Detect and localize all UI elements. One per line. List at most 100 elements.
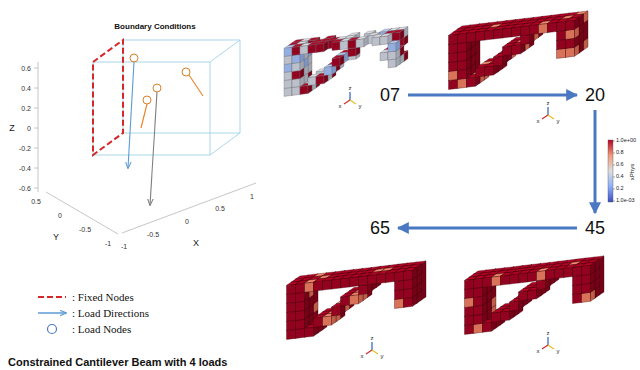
voxel-face <box>512 27 521 37</box>
voxel-face <box>483 277 492 287</box>
voxel-face <box>292 47 300 56</box>
voxel-face <box>564 268 573 278</box>
voxel-face <box>296 283 305 293</box>
voxel-face <box>458 78 467 88</box>
voxel-face <box>539 24 548 34</box>
voxel-face <box>386 273 395 283</box>
voxel-face <box>501 275 510 285</box>
voxel-face <box>449 52 458 62</box>
voxel-face <box>557 39 566 49</box>
voxel-face <box>308 45 316 54</box>
triad-letter: z <box>547 330 550 336</box>
voxel-face <box>449 70 458 80</box>
legend-label: : Load Directions <box>72 308 149 319</box>
x-tick: -1 <box>121 243 127 250</box>
voxel-face <box>530 25 539 35</box>
voxel-face <box>287 302 296 312</box>
voxel-face <box>573 275 582 285</box>
triad-axis <box>547 107 548 115</box>
voxel-face <box>492 312 501 322</box>
voxel-face <box>287 311 296 321</box>
voxel-face <box>340 55 344 66</box>
voxel-face <box>368 275 377 285</box>
voxel-face <box>332 279 341 289</box>
triad-letter: y <box>557 118 560 124</box>
voxel-face <box>458 69 467 79</box>
triad-letter: z <box>349 85 352 91</box>
legend-node-sample <box>48 325 57 334</box>
voxel-face <box>332 58 340 67</box>
axis-triads <box>344 92 554 354</box>
voxel-face <box>348 48 356 57</box>
voxel-face <box>341 296 350 306</box>
voxel-face <box>388 51 396 60</box>
voxel-face <box>296 328 305 338</box>
voxel-face <box>503 46 512 56</box>
axis-name: Z <box>9 124 15 133</box>
voxel-face <box>449 61 458 71</box>
voxel-face <box>474 323 483 333</box>
voxel-face <box>332 42 340 51</box>
voxel-face <box>380 52 388 61</box>
voxel-face <box>400 29 404 40</box>
voxel-face <box>284 47 292 56</box>
voxel-face <box>359 276 368 286</box>
voxel-face <box>485 30 494 40</box>
voxel-face <box>575 17 580 29</box>
voxel-face <box>510 274 519 284</box>
triad-letter: y <box>557 348 560 354</box>
y-tick: -1 <box>105 240 111 247</box>
plot-title: Boundary Conditions <box>114 23 195 31</box>
x-tick: -0.5 <box>147 231 159 238</box>
voxel-face <box>284 63 292 72</box>
voxel-face <box>287 293 296 303</box>
triad-axis <box>350 100 356 104</box>
voxel-face <box>422 261 427 273</box>
voxel-face <box>521 26 530 36</box>
voxel-face <box>510 301 519 311</box>
colorbar <box>608 140 613 202</box>
fixed-face <box>93 40 123 155</box>
axis-name: Y <box>53 233 59 242</box>
voxel-results <box>284 11 604 340</box>
x-tick: 1 <box>250 193 254 200</box>
voxel-face <box>395 298 404 308</box>
y-tick: 0 <box>58 212 62 219</box>
voxel-face <box>467 77 476 87</box>
voxel-face <box>449 34 458 44</box>
triad-axis <box>366 350 372 354</box>
voxel-face <box>579 14 584 26</box>
voxel-face <box>566 29 575 39</box>
voxel-face <box>388 43 396 52</box>
step-number: 45 <box>581 217 609 239</box>
voxel-face <box>566 20 575 30</box>
voxel-face <box>292 87 300 96</box>
voxel-face <box>284 71 292 80</box>
voxel-face <box>348 40 356 49</box>
figure-caption: Constrained Cantilever Beam with 4 loads <box>8 357 227 368</box>
voxel-face <box>305 327 314 337</box>
voxel-face <box>548 23 557 33</box>
triad-letter: x <box>339 103 342 109</box>
voxel-face <box>485 66 494 76</box>
voxel-face <box>404 279 413 289</box>
colorbar-tick: 0.8 <box>616 150 624 156</box>
triad-axis <box>548 345 554 349</box>
voxel-face <box>582 274 591 284</box>
axis-name: X <box>193 239 199 248</box>
voxel-face <box>323 280 332 290</box>
voxel-face <box>287 284 296 294</box>
voxel-face <box>555 269 564 279</box>
voxel-face <box>458 51 467 61</box>
step-number: 65 <box>366 217 394 239</box>
voxel-face <box>296 292 305 302</box>
load-nodes <box>130 54 190 104</box>
voxel-structure <box>287 261 427 340</box>
domain-box <box>93 40 240 155</box>
progress-arrow <box>398 227 577 230</box>
voxel-face <box>476 67 485 77</box>
x-tick: 0.5 <box>215 205 225 212</box>
voxel-face <box>316 44 324 53</box>
voxel-face <box>350 277 359 287</box>
